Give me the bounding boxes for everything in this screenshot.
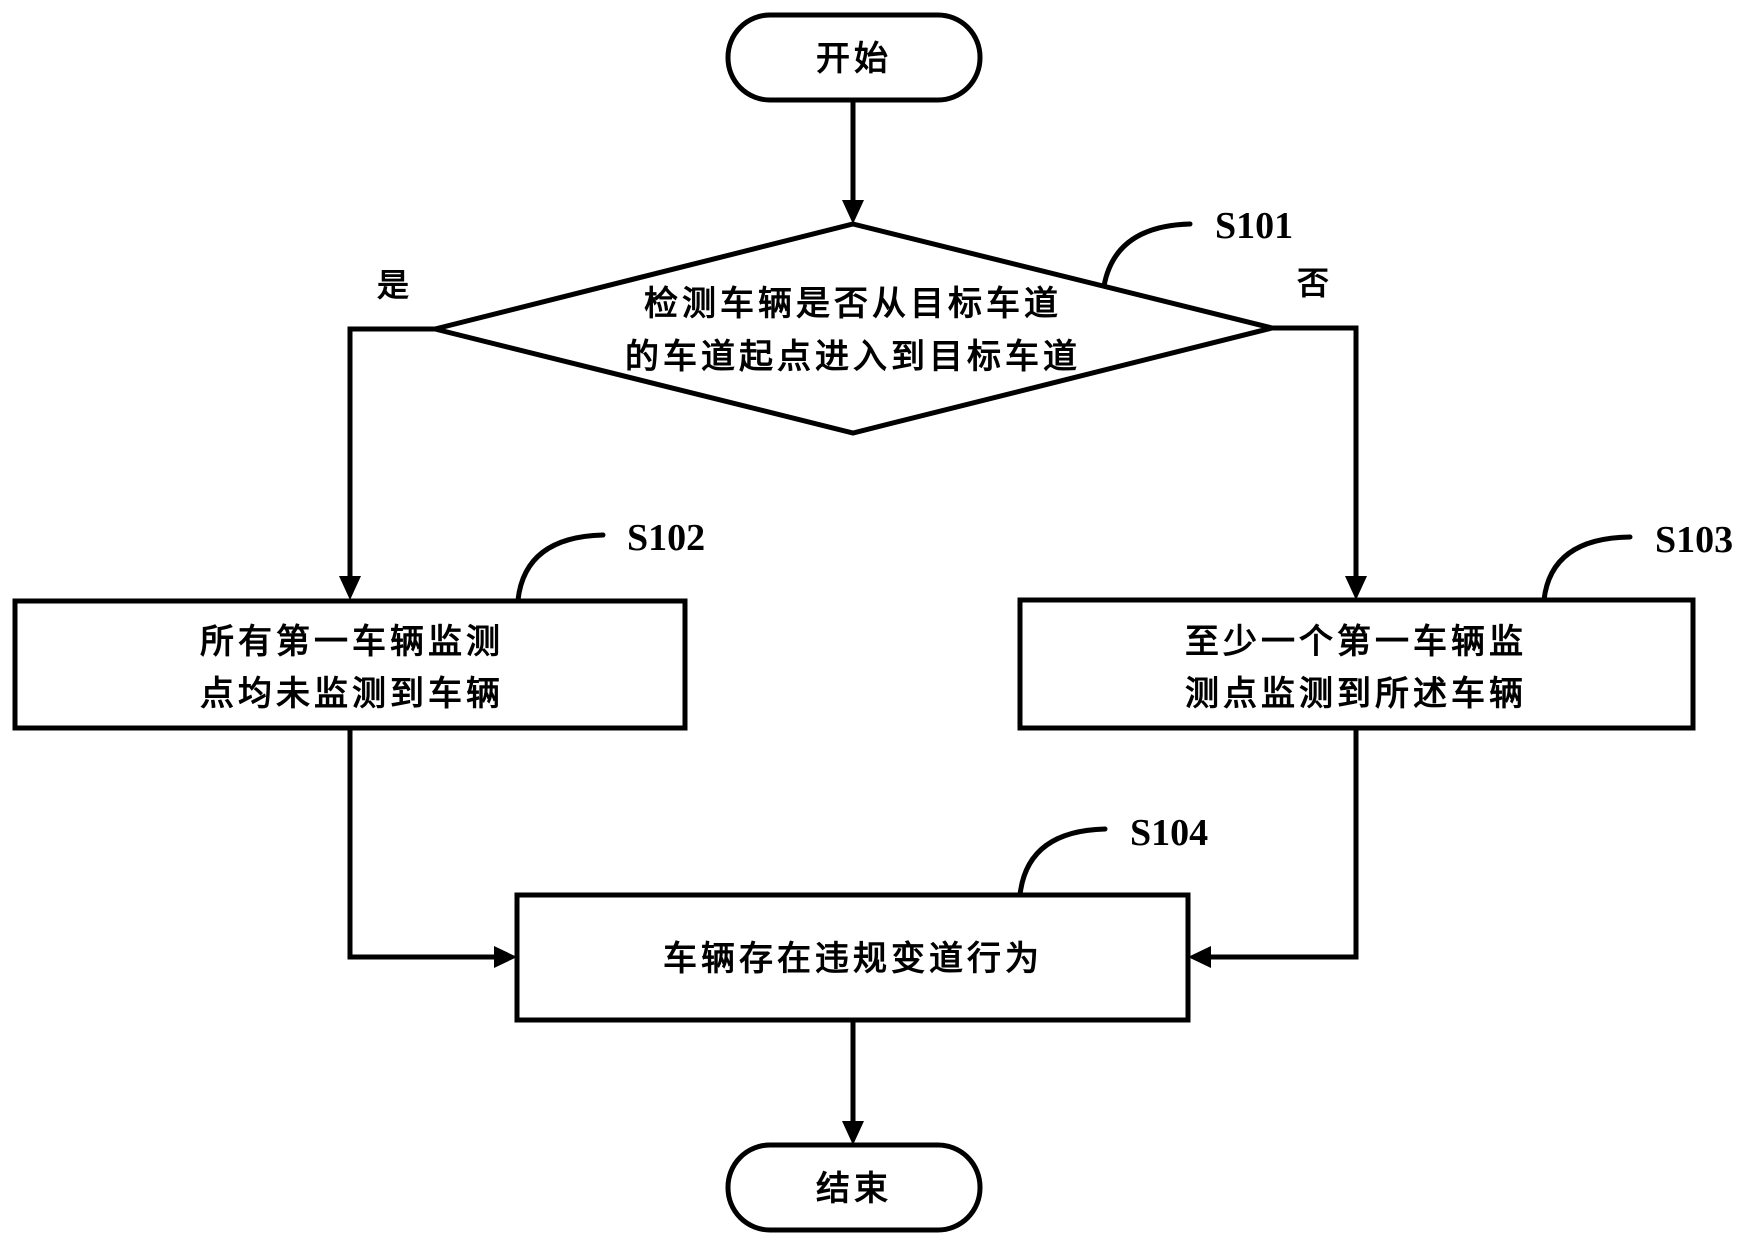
decision-diamond-shape bbox=[434, 221, 1273, 436]
edge-s101-to-s103 bbox=[1272, 325, 1359, 580]
s101-step-label: S101 bbox=[1215, 205, 1293, 247]
s104-callout-line bbox=[1017, 826, 1108, 898]
start-label: 开始 bbox=[816, 39, 892, 79]
s102-text-line-2: 点均未监测到车辆 bbox=[200, 674, 504, 714]
arrowhead-icon bbox=[1345, 576, 1367, 600]
end-terminal-shape bbox=[725, 1142, 983, 1233]
s103-step-label: S103 bbox=[1655, 519, 1733, 561]
s103-callout-line bbox=[1541, 534, 1633, 603]
end-label: 结束 bbox=[816, 1169, 892, 1209]
decision-text-line-2: 的车道起点进入到目标车道 bbox=[625, 337, 1081, 377]
decision-s101: 检测车辆是否从目标车道 的车道起点进入到目标车道 S101 bbox=[434, 205, 1293, 436]
arrowhead-icon bbox=[842, 1121, 864, 1145]
no-branch-label: 否 bbox=[1297, 264, 1329, 302]
end-node: 结束 bbox=[725, 1142, 983, 1233]
s102-box-shape bbox=[12, 598, 688, 731]
decision-text-line-1: 检测车辆是否从目标车道 bbox=[644, 284, 1062, 324]
s104-step-label: S104 bbox=[1130, 812, 1208, 854]
s104-text: 车辆存在违规变道行为 bbox=[663, 939, 1043, 979]
s104-box-shape bbox=[514, 892, 1191, 1023]
arrowhead-icon bbox=[339, 576, 361, 600]
process-s103: 至少一个第一车辆监 测点监测到所述车辆 S103 bbox=[1017, 519, 1733, 731]
s103-text-line-1: 至少一个第一车辆监 bbox=[1185, 622, 1527, 662]
s103-text-line-2: 测点监测到所述车辆 bbox=[1185, 674, 1527, 714]
process-s104: 车辆存在违规变道行为 S104 bbox=[514, 812, 1208, 1023]
edge-s103-to-s104 bbox=[1208, 728, 1359, 960]
process-s102: 所有第一车辆监测 点均未监测到车辆 S102 bbox=[12, 517, 705, 731]
edge-s101-to-s102 bbox=[347, 326, 435, 580]
start-node: 开始 bbox=[725, 12, 983, 103]
arrowhead-icon bbox=[494, 946, 517, 968]
edge-s102-to-s104 bbox=[347, 728, 497, 960]
s102-callout-line bbox=[515, 532, 606, 603]
s101-callout-line bbox=[1101, 221, 1193, 289]
s102-step-label: S102 bbox=[627, 517, 705, 559]
yes-branch-label: 是 bbox=[377, 266, 409, 304]
arrowhead-icon bbox=[1188, 946, 1211, 968]
arrowhead-icon bbox=[842, 200, 864, 224]
s102-text-line-1: 所有第一车辆监测 bbox=[200, 622, 504, 662]
